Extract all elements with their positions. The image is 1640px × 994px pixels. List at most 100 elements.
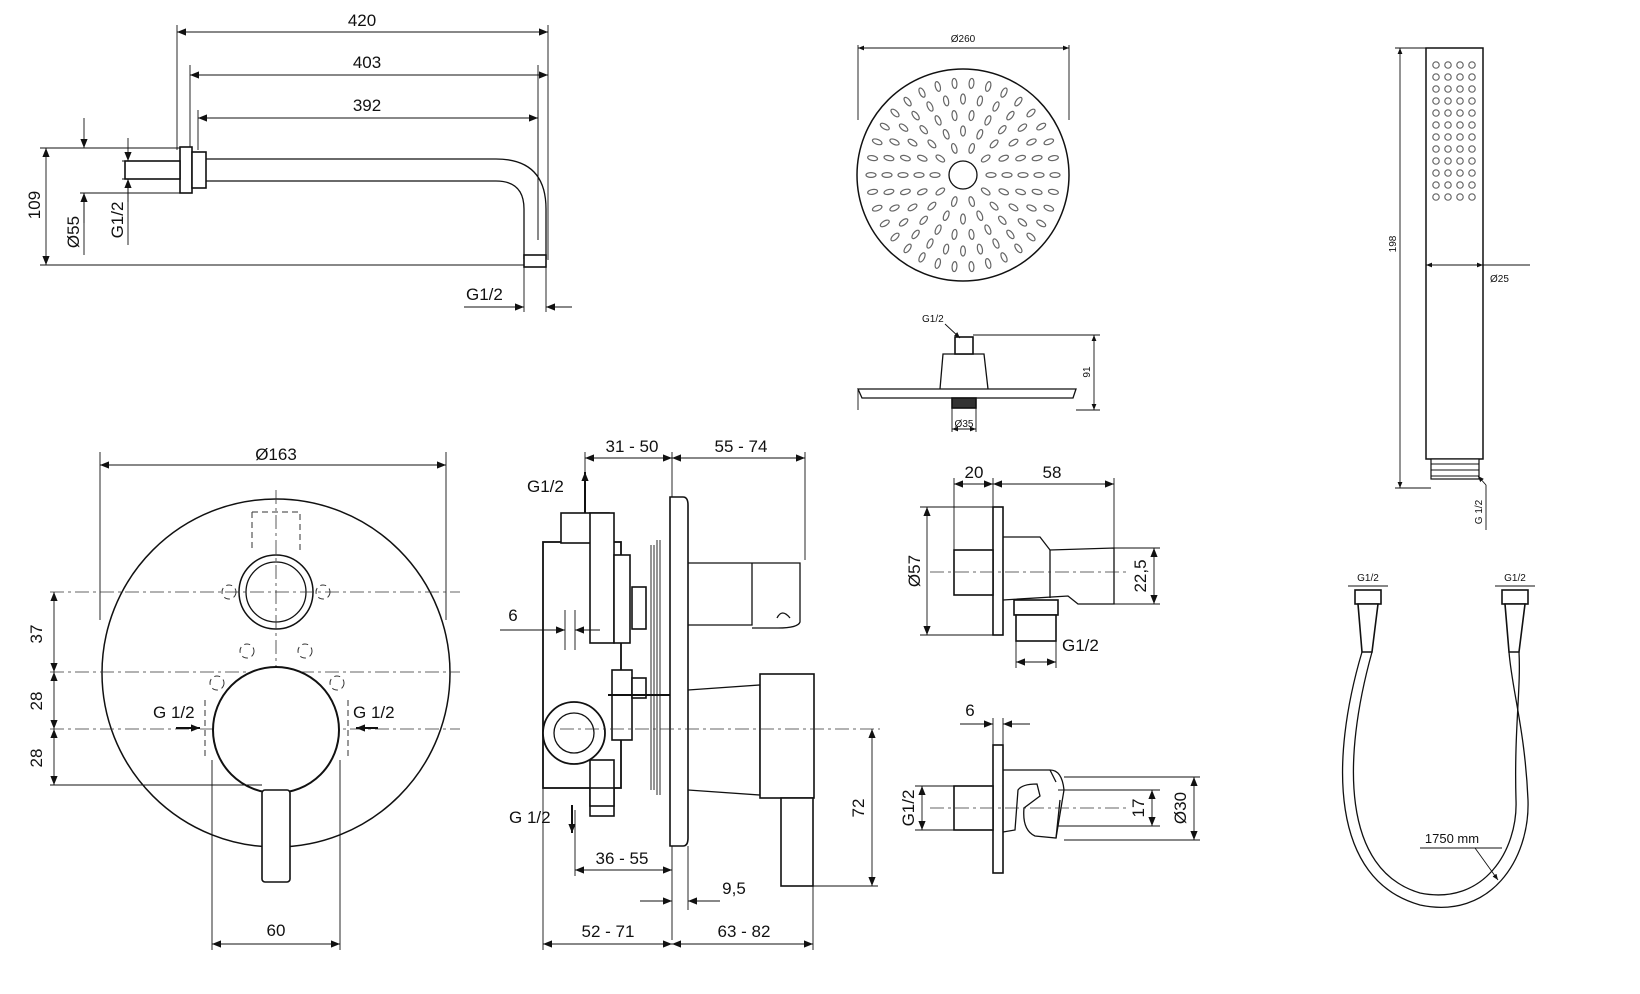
hand-nozzle [1432, 61, 1440, 69]
nozzle-slot [1014, 96, 1023, 107]
hand-nozzle [1444, 145, 1452, 153]
nozzle-slot [871, 138, 883, 146]
nozzle-slot [1049, 172, 1061, 179]
nozzle-slot [951, 77, 958, 89]
overhead-height: 91 [1082, 366, 1093, 378]
nozzle-slot [951, 110, 958, 122]
depth-52-71: 52 - 71 [582, 922, 635, 941]
hand-nozzle [1468, 157, 1476, 165]
holder-dim-20: 20 [965, 463, 984, 482]
nozzle-slot [968, 228, 975, 240]
nozzle-slot [976, 128, 984, 140]
nozzle-slot [968, 142, 976, 154]
nozzle-slot [927, 139, 937, 149]
nozzle-slot [976, 210, 984, 222]
nozzle-slot [907, 138, 918, 147]
hand-nozzle [1444, 61, 1452, 69]
inlet-left: G 1/2 [153, 703, 195, 722]
depth-63-82: 63 - 82 [718, 922, 771, 941]
nozzle-slot [1008, 138, 1019, 147]
hand-nozzle [1432, 193, 1440, 201]
nozzle-slot [1043, 138, 1055, 146]
nozzle-slot [1014, 243, 1023, 254]
nozzle-slot [926, 101, 934, 112]
arm-length-403: 403 [353, 53, 381, 72]
nozzle-slot [871, 204, 883, 212]
nozzle-slot [984, 115, 992, 126]
nozzle-slot [984, 224, 992, 235]
nozzle-slot [918, 87, 926, 98]
hand-nozzle [1468, 109, 1476, 117]
nozzle-slot [1047, 154, 1059, 162]
nozzle-slot [992, 238, 1000, 249]
nozzle-slot [1015, 188, 1027, 196]
nozzle-slot [1043, 204, 1055, 212]
nozzle-slot [998, 188, 1010, 196]
hand-nozzle [1468, 193, 1476, 201]
shower-arm-view: 420 403 392 109 Ø55 G1/2 G1/2 [25, 11, 572, 312]
nozzle-slot [968, 110, 975, 122]
hand-nozzle [1444, 121, 1452, 129]
hand-shower-view: 198 Ø25 G 1/2 [1388, 47, 1530, 530]
wall-holder-dim-6: 6 [965, 701, 974, 720]
overhead-nozzle-pattern [865, 77, 1061, 273]
hand-nozzle [1456, 61, 1464, 69]
nozzle-slot [898, 218, 909, 227]
hand-nozzle [1456, 97, 1464, 105]
nozzle-slot [1047, 188, 1059, 196]
nozzle-slot [1017, 218, 1028, 227]
holder-thread: G1/2 [1062, 636, 1099, 655]
hand-nozzle [1468, 97, 1476, 105]
side-outlet-top: G1/2 [527, 477, 564, 496]
nozzle-slot [959, 213, 966, 225]
handle-width-60: 60 [267, 921, 286, 940]
nozzle-slot [881, 171, 893, 178]
offset-37: 37 [27, 625, 46, 644]
nozzle-slot [916, 188, 928, 196]
overhead-connector-diameter: Ø35 [955, 419, 974, 430]
holder-diameter-57: Ø57 [905, 555, 924, 587]
nozzle-slot [911, 110, 920, 121]
nozzle-slot [976, 95, 984, 107]
nozzle-slot [959, 245, 966, 257]
overhead-shower-view: Ø260 91 G1/2 Ø35 [856, 34, 1100, 432]
wall-holder-diameter-30: Ø30 [1171, 792, 1190, 824]
hand-nozzle [1456, 181, 1464, 189]
nozzle-slot [997, 125, 1007, 135]
nozzle-slot [968, 261, 975, 273]
nozzle-slot [997, 215, 1007, 225]
nozzle-slot [934, 258, 942, 269]
nozzle-slot [1000, 252, 1008, 263]
nozzle-slot [879, 122, 890, 131]
nozzle-slot [976, 243, 984, 255]
nozzle-slot [913, 171, 925, 178]
hand-nozzle [1468, 61, 1476, 69]
nozzle-slot [1031, 154, 1043, 162]
hand-nozzle [1432, 169, 1440, 177]
hand-shower-nozzle-grid [1432, 61, 1476, 201]
nozzle-slot [919, 215, 929, 225]
nozzle-slot [951, 261, 958, 273]
depth-31-50: 31 - 50 [606, 437, 659, 456]
nozzle-slot [1006, 110, 1015, 121]
hand-nozzle [1432, 109, 1440, 117]
hand-nozzle [1432, 181, 1440, 189]
nozzle-slot [883, 188, 895, 196]
hand-nozzle [1456, 73, 1464, 81]
nozzle-slot [926, 238, 934, 249]
overhead-inlet-thread: G1/2 [922, 314, 944, 325]
hand-nozzle [1456, 121, 1464, 129]
hand-nozzle [1456, 169, 1464, 177]
side-outlet-bottom: G 1/2 [509, 808, 551, 827]
nozzle-slot [890, 232, 900, 242]
nozzle-slot [951, 228, 958, 240]
nozzle-slot [942, 95, 950, 107]
hand-nozzle [1444, 169, 1452, 177]
nozzle-slot [918, 252, 926, 263]
nozzle-slot [984, 258, 992, 269]
hand-nozzle [1444, 97, 1452, 105]
hand-nozzle [1456, 193, 1464, 201]
nozzle-slot [1000, 87, 1008, 98]
nozzle-slot [879, 219, 890, 228]
holder-dim-58: 58 [1043, 463, 1062, 482]
